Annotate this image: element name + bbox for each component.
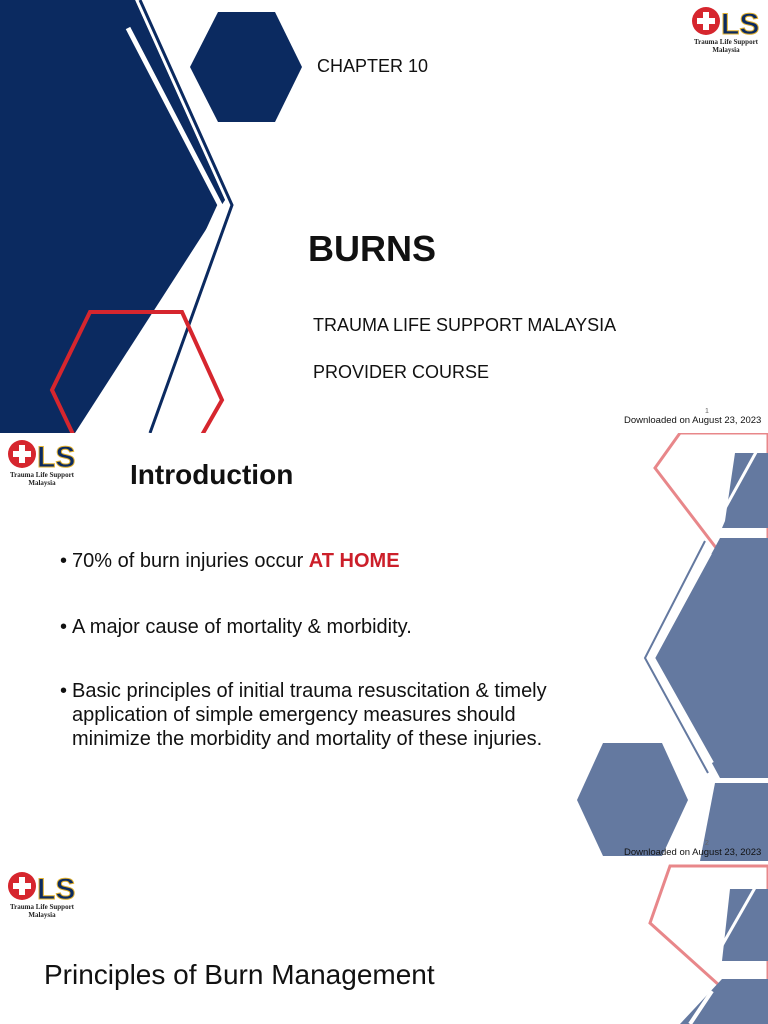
- bullet-1-text: 70% of burn injuries occur: [72, 550, 309, 572]
- logo-line-2: Malaysia: [28, 911, 56, 919]
- logo-line-1: Trauma Life Support: [9, 471, 75, 479]
- slide-title-burns: BURNS: [308, 228, 437, 269]
- slate-hex-panel: [655, 538, 768, 778]
- download-note: Downloaded on August 23, 2023: [624, 847, 762, 858]
- slide-title-principles: Principles of Burn Management: [44, 959, 435, 990]
- slate-hexagon: [577, 743, 688, 856]
- slide-2-introduction: LS Trauma Life Support Malaysia Introduc…: [0, 433, 768, 861]
- logo-line-2: Malaysia: [712, 46, 740, 54]
- slide-1-decor: [0, 0, 302, 433]
- tls-logo: LS Trauma Life Support Malaysia: [6, 869, 82, 925]
- slide-3-principles: LS Trauma Life Support Malaysia Principl…: [0, 861, 768, 1024]
- bullet-1-highlight: AT HOME: [308, 550, 400, 572]
- page-number: 1: [705, 408, 709, 415]
- bullet-item-1: • 70% of burn injuries occur AT HOME: [60, 550, 400, 572]
- bullet-2-text: A major cause of mortality & morbidity.: [72, 616, 412, 638]
- slate-hex-panel: [680, 979, 768, 1024]
- navy-hexagon: [190, 12, 302, 122]
- slide-3-decor: [648, 864, 768, 1024]
- red-hexagon-outline: [49, 310, 225, 433]
- subtitle-organisation: TRAUMA LIFE SUPPORT MALAYSIA: [313, 315, 617, 335]
- red-cross-circle-icon: LS: [692, 7, 760, 42]
- tls-logo: LS Trauma Life Support Malaysia: [690, 4, 766, 60]
- tls-logo: LS Trauma Life Support Malaysia: [6, 437, 82, 493]
- download-note: Downloaded on August 23, 2023: [624, 415, 762, 426]
- logo-line-2: Malaysia: [28, 479, 56, 487]
- bullet-item-3: • Basic principles of initial trauma res…: [60, 679, 590, 751]
- chapter-label: CHAPTER 10: [317, 56, 429, 76]
- logo-line-1: Trauma Life Support: [9, 903, 75, 911]
- red-cross-circle-icon: LS: [8, 440, 76, 475]
- white-chevron-line: [125, 26, 223, 382]
- subtitle-course: PROVIDER COURSE: [313, 362, 490, 382]
- slide-1-title: LS Trauma Life Support Malaysia CHAPTER …: [0, 0, 768, 433]
- slide-title-introduction: Introduction: [130, 459, 294, 490]
- red-cross-circle-icon: LS: [8, 872, 76, 907]
- bullet-item-2: • A major cause of mortality & morbidity…: [60, 616, 412, 638]
- logo-letters: LS: [721, 8, 759, 40]
- page-number: 2: [705, 840, 709, 847]
- bullet-3-text: Basic principles of initial trauma resus…: [72, 680, 547, 750]
- logo-line-1: Trauma Life Support: [693, 38, 759, 46]
- logo-letters: LS: [37, 441, 75, 473]
- slide-2-decor: [577, 433, 768, 861]
- logo-letters: LS: [37, 873, 75, 905]
